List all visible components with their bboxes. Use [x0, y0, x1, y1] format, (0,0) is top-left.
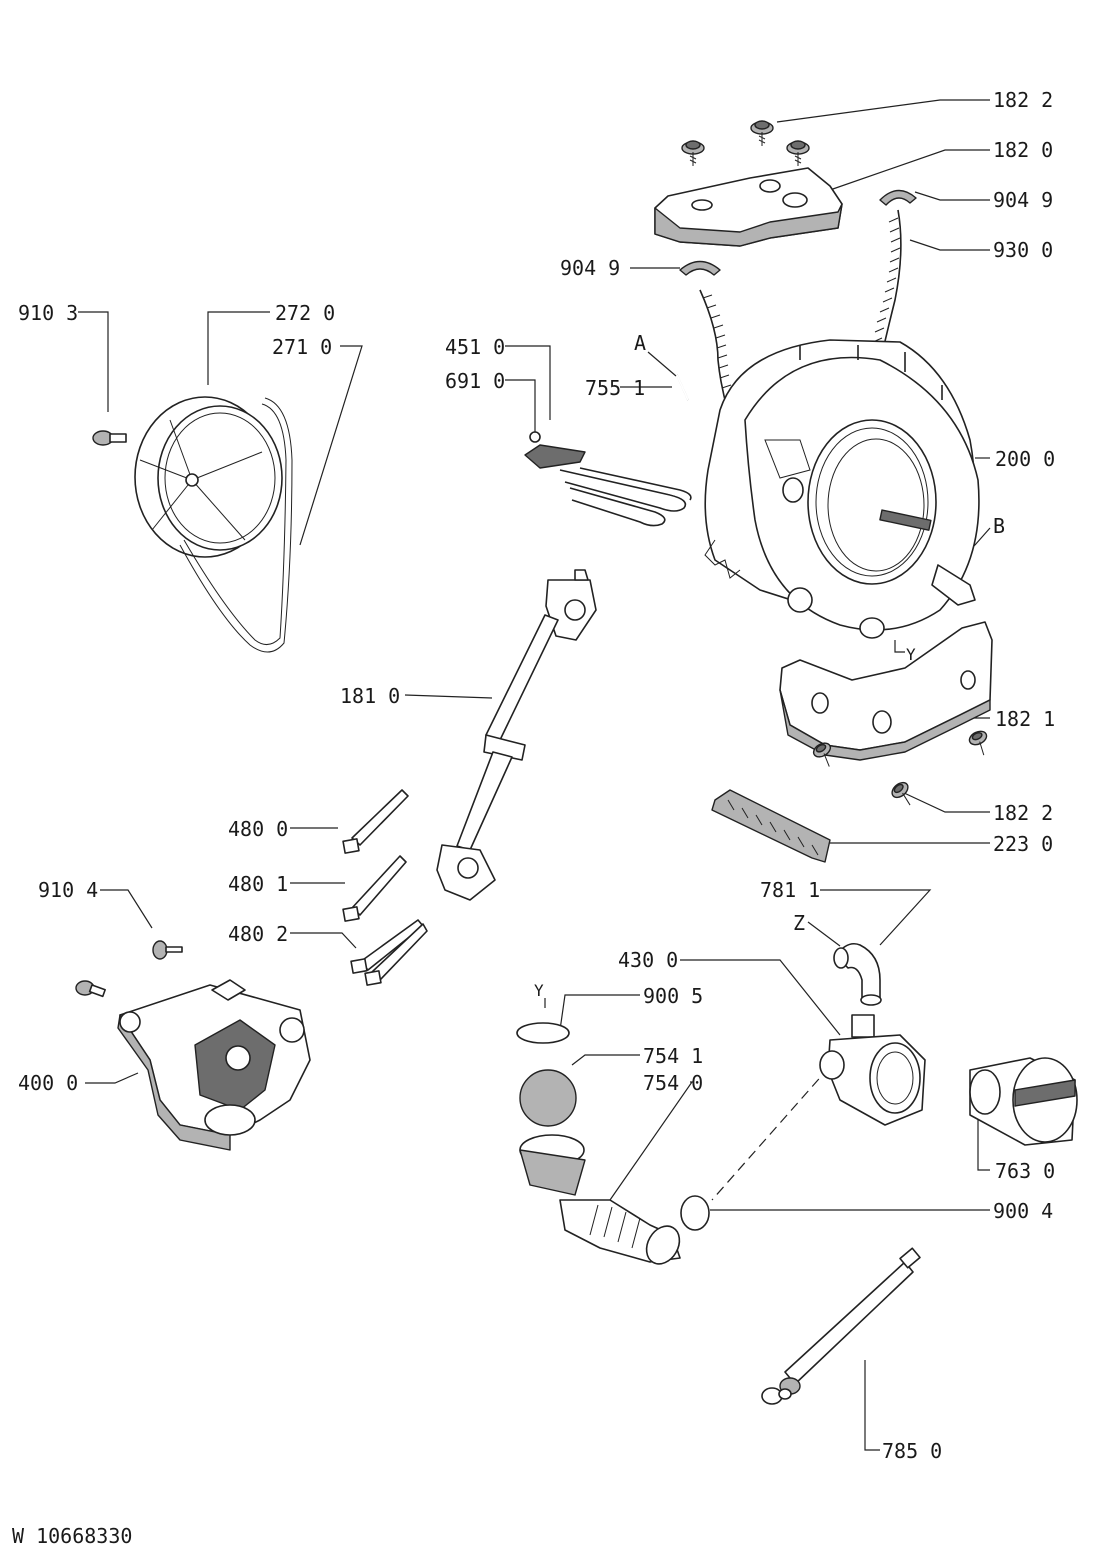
- leader-lines: [78, 99, 991, 1451]
- label-480-0: 480 0: [228, 817, 288, 841]
- label-430-0: 430 0: [618, 948, 678, 972]
- tub-200-0: [704, 339, 980, 639]
- screws-182-2-top: [681, 120, 810, 166]
- pulley-272-0: [134, 396, 283, 558]
- screws-182-2-bottom: [812, 730, 988, 806]
- bolts-480-2: [350, 919, 428, 986]
- label-200-0: 200 0: [995, 447, 1055, 471]
- filter-763-0: [969, 1057, 1078, 1146]
- label-691-0: 691 0: [445, 369, 505, 393]
- motor-400-0: [117, 979, 311, 1151]
- label-Z: Z: [793, 911, 805, 935]
- label-Y-pump: Y: [534, 981, 544, 1000]
- document-code: W 10668330: [12, 1524, 132, 1548]
- label-754-1: 754 1: [643, 1044, 703, 1068]
- ball-754-1: [519, 1069, 577, 1127]
- label-223-0: 223 0: [993, 832, 1053, 856]
- label-904-9-left: 904 9: [560, 256, 620, 280]
- label-904-9-right: 904 9: [993, 188, 1053, 212]
- label-910-4: 910 4: [38, 878, 98, 902]
- heater-451-0: [524, 431, 692, 527]
- pulley-bolt-910-3: [92, 430, 127, 446]
- bottom-counterweight-182-1: [779, 621, 993, 761]
- label-910-3: 910 3: [18, 301, 78, 325]
- clip-904-9-right: [879, 189, 917, 206]
- label-451-0: 451 0: [445, 335, 505, 359]
- label-B: B: [993, 514, 1005, 538]
- friction-strip-223-0: [711, 789, 831, 863]
- shock-absorber-181-0: [436, 569, 597, 901]
- drain-hose-785-0: [761, 1247, 921, 1405]
- label-182-0: 182 0: [993, 138, 1053, 162]
- label-182-1: 182 1: [995, 707, 1055, 731]
- sump-hose-754-0: [519, 1134, 681, 1265]
- label-181-0: 181 0: [340, 684, 400, 708]
- label-900-4: 900 4: [993, 1199, 1053, 1223]
- label-272-0: 272 0: [275, 301, 335, 325]
- label-754-0: 754 0: [643, 1071, 703, 1095]
- bolt-480-0: [342, 789, 409, 854]
- label-930-0: 930 0: [993, 238, 1053, 262]
- label-755-1: 755 1: [585, 376, 645, 400]
- elbow-hose-781-1: [833, 942, 882, 1006]
- pin-755-1: [676, 374, 689, 401]
- label-480-2: 480 2: [228, 922, 288, 946]
- label-785-0: 785 0: [882, 1439, 942, 1463]
- drain-pump-430-0: [819, 1014, 926, 1126]
- label-182-2-top: 182 2: [993, 88, 1053, 112]
- label-182-2-bottom: 182 2: [993, 801, 1053, 825]
- label-781-1: 781 1: [760, 878, 820, 902]
- bolt-480-1: [342, 855, 407, 922]
- belt-271-0: [179, 397, 293, 653]
- label-A: A: [634, 331, 646, 355]
- top-counterweight-182-0: [654, 167, 843, 247]
- label-271-0: 271 0: [272, 335, 332, 359]
- label-763-0: 763 0: [995, 1159, 1055, 1183]
- bolts-910-4: [75, 940, 183, 998]
- label-900-5: 900 5: [643, 984, 703, 1008]
- label-480-1: 480 1: [228, 872, 288, 896]
- clip-904-9-left: [679, 260, 721, 276]
- part-labels: 182 2 182 0 904 9 930 0 904 9 910 3 272 …: [12, 88, 1055, 1548]
- label-400-0: 400 0: [18, 1071, 78, 1095]
- seal-900-5: [516, 1022, 570, 1044]
- hose-clamp-900-4: [680, 1195, 710, 1231]
- label-Y-tub: Y: [906, 645, 916, 664]
